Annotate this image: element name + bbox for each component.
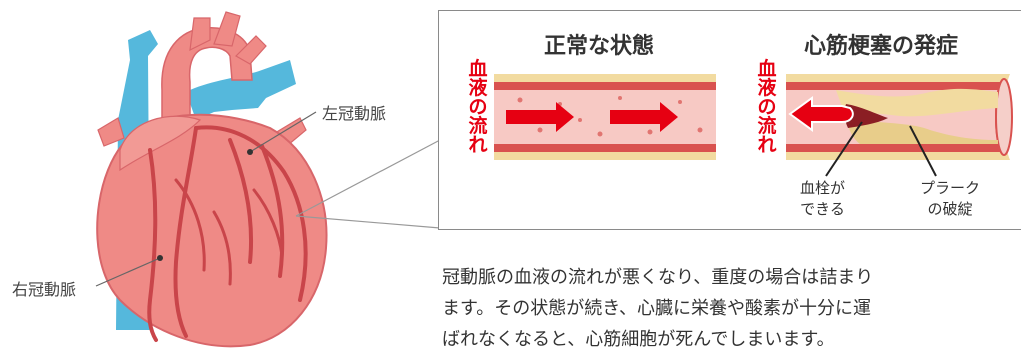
left-coronary-leader: [249, 111, 317, 153]
normal-vessel: [494, 74, 716, 160]
plaque-mass: [836, 88, 998, 118]
zoom-line-bottom: [295, 215, 441, 229]
thrombus-callout: 血栓ができる: [800, 179, 846, 218]
description-text: 冠動脈の血液の流れが悪くなり、重度の場合は詰まり ます。その状態が続き、心臓に栄…: [442, 262, 1021, 355]
thrombus: [844, 104, 888, 128]
plaque-mass-lower: [846, 118, 998, 144]
normal-flow-label: 血液の流れ: [468, 58, 488, 156]
infarction-panel-title: 心筋梗塞の発症: [804, 34, 959, 59]
plaque-pointer: [909, 125, 937, 177]
normal-panel-title: 正常な状態: [544, 34, 655, 59]
plaque-callout: プラークの破綻: [920, 179, 981, 218]
description-line-2: ます。その状態が続き、心臓に栄養や酸素が十分に運: [442, 298, 871, 319]
zoom-line-top: [295, 139, 441, 217]
aorta: [161, 27, 253, 141]
left-small-vessel: [97, 117, 125, 147]
aortic-branch-1: [189, 17, 211, 52]
normal-flow-arrow-1: [506, 102, 574, 132]
description-line-3: ばれなくなると、心筋細胞が死んでしまいます。: [442, 329, 835, 350]
right-coronary-leader: [95, 257, 161, 287]
right-coronary-label: 右冠動脈: [12, 280, 77, 299]
atrium: [119, 115, 202, 172]
coronary-arteries: [147, 125, 308, 342]
normal-flow-arrow-2: [610, 102, 678, 132]
left-coronary-dot: [247, 149, 253, 155]
pulmonary-vessel: [186, 60, 296, 120]
infarction-vessel: [786, 74, 1013, 177]
right-coronary-dot: [157, 255, 163, 261]
aortic-branch-2: [213, 11, 241, 47]
reverse-flow-arrow: [788, 96, 854, 132]
thrombus-pointer: [825, 121, 863, 177]
description-line-1: 冠動脈の血液の流れが悪くなり、重度の場合は詰まり: [442, 267, 874, 288]
left-coronary-label: 左冠動脈: [322, 104, 387, 123]
infarction-flow-label: 血液の流れ: [757, 58, 777, 156]
aortic-branch-3: [235, 35, 267, 65]
